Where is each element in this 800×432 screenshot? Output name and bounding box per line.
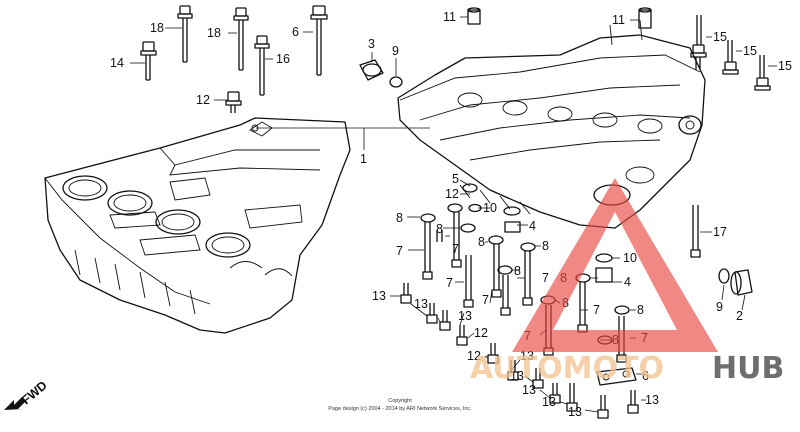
callout-12a: 12 bbox=[196, 93, 210, 107]
callout-13f: 13 bbox=[522, 383, 536, 397]
callout-15b: 15 bbox=[743, 44, 757, 58]
upper-bolts bbox=[140, 5, 771, 113]
callout-11b: 11 bbox=[612, 13, 625, 27]
callout-13a: 13 bbox=[372, 289, 386, 303]
fwd-indicator: FWD bbox=[4, 378, 50, 410]
callout-13e: 13 bbox=[510, 369, 524, 383]
callout-15a: 15 bbox=[713, 30, 727, 44]
callout-8b: 8 bbox=[436, 222, 443, 236]
copyright-footer: Copyright Page design (c) 2004 - 2014 by… bbox=[328, 398, 472, 412]
upper-crankcase bbox=[44, 117, 351, 334]
callout-12c: 12 bbox=[474, 326, 488, 340]
callout-13d: 13 bbox=[520, 349, 534, 363]
copyright-title: Copyright bbox=[388, 398, 412, 404]
callout-7d: 7 bbox=[482, 293, 489, 307]
callout-13h: 13 bbox=[568, 405, 582, 419]
callout-16: 16 bbox=[276, 52, 290, 66]
callout-10b: 10 bbox=[623, 251, 637, 265]
watermark-text-part1: AUTOMOTO bbox=[470, 351, 664, 386]
callout-18b: 18 bbox=[207, 26, 221, 40]
callout-13i: 13 bbox=[645, 393, 659, 407]
callout-13b: 13 bbox=[414, 297, 428, 311]
callout-5a: 5 bbox=[452, 172, 459, 186]
watermark: AUTOMOTO HUB bbox=[470, 178, 784, 386]
callout-6a: 6 bbox=[292, 25, 299, 39]
callout-17: 17 bbox=[713, 225, 727, 239]
callout-4b: 4 bbox=[624, 275, 631, 289]
callout-7b: 7 bbox=[452, 242, 459, 256]
callout-9b: 9 bbox=[716, 300, 723, 314]
watermark-text-part2: HUB bbox=[712, 351, 784, 386]
callout-12d: 12 bbox=[467, 349, 481, 363]
callout-1: 1 bbox=[360, 152, 367, 166]
callout-6b: 6 bbox=[642, 369, 649, 383]
callout-8c: 8 bbox=[478, 235, 485, 249]
callout-7a: 7 bbox=[396, 244, 403, 258]
callout-8d: 8 bbox=[542, 239, 549, 253]
lower-bolts bbox=[400, 183, 753, 419]
fwd-label: FWD bbox=[19, 378, 50, 407]
callout-12b: 12 bbox=[445, 187, 459, 201]
copyright-line: Page design (c) 2004 - 2014 by ARI Netwo… bbox=[328, 406, 472, 412]
callout-7g: 7 bbox=[593, 303, 600, 317]
callout-15c: 15 bbox=[778, 59, 792, 73]
callout-11a: 11 bbox=[443, 10, 456, 24]
callout-8e: 8 bbox=[514, 264, 521, 278]
callout-2: 2 bbox=[736, 309, 743, 323]
fwd-arrow-icon bbox=[4, 397, 26, 410]
callout-10a: 10 bbox=[483, 201, 497, 215]
watermark-triangle-icon bbox=[512, 178, 718, 352]
callout-14: 14 bbox=[110, 56, 124, 70]
callout-13g: 13 bbox=[542, 395, 556, 409]
callout-3: 3 bbox=[368, 37, 375, 51]
callout-labels: 18 18 6 14 16 12 11 11 15 15 15 3 9 1 5 … bbox=[110, 10, 792, 419]
callout-8a: 8 bbox=[396, 211, 403, 225]
callout-7e: 7 bbox=[542, 271, 549, 285]
callout-13c: 13 bbox=[458, 309, 472, 323]
callout-8h: 8 bbox=[637, 303, 644, 317]
callout-18a: 18 bbox=[150, 21, 164, 35]
callout-9a: 9 bbox=[392, 44, 399, 58]
callout-4a: 4 bbox=[529, 219, 536, 233]
callout-7c: 7 bbox=[446, 276, 453, 290]
